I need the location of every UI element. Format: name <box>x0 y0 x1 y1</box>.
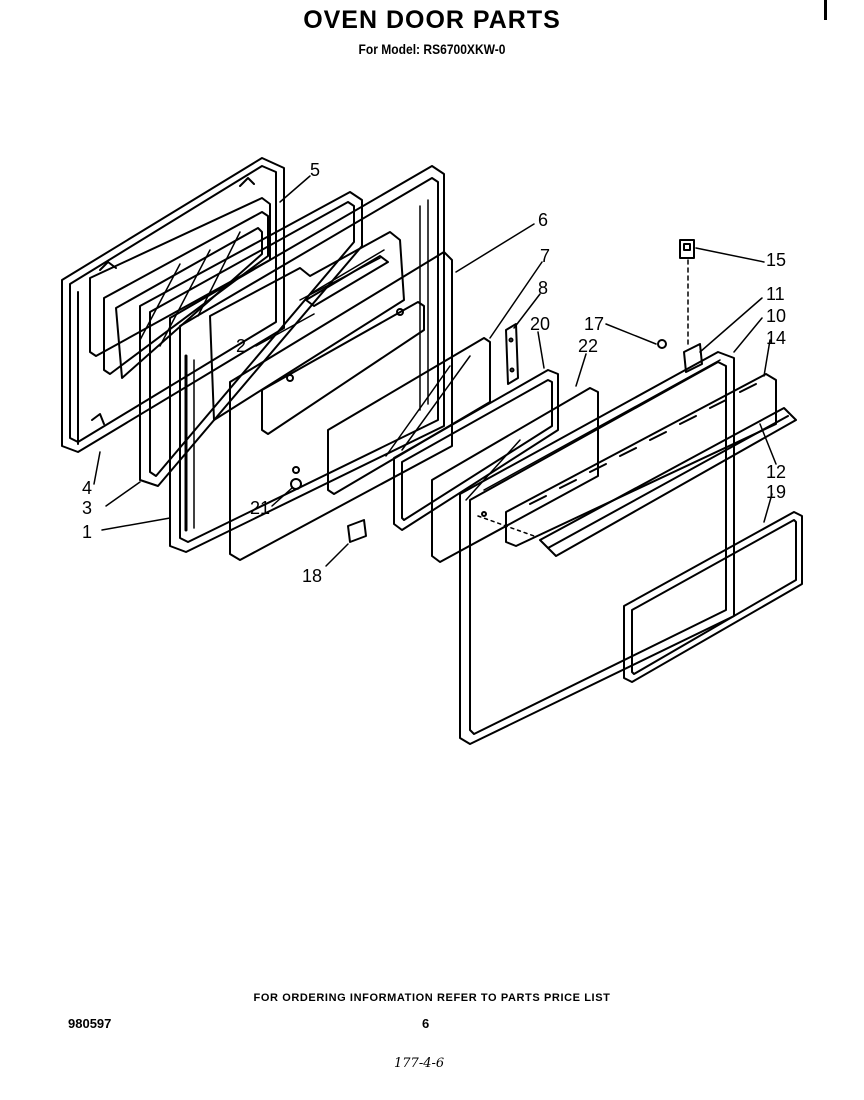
callout-5: 5 <box>310 160 320 180</box>
callout-17: 17 <box>584 314 604 334</box>
document-number: 980597 <box>68 1016 112 1031</box>
part-15-clip <box>679 239 695 259</box>
ordering-note: FOR ORDERING INFORMATION REFER TO PARTS … <box>253 992 611 1004</box>
callout-20: 20 <box>530 314 550 334</box>
callout-7: 7 <box>540 246 550 266</box>
part-17-screw <box>657 339 667 349</box>
part-11-hinge-strip <box>683 343 703 373</box>
callout-12: 12 <box>766 462 786 482</box>
part-20-glass-frame <box>393 369 559 531</box>
part-19-trim <box>623 511 803 683</box>
callout-4: 4 <box>82 478 92 498</box>
page-number: 6 <box>422 1016 430 1031</box>
callout-18: 18 <box>302 566 322 586</box>
part-3-gasket <box>139 191 363 487</box>
part-14-vent-grille <box>505 373 777 547</box>
callout-3: 3 <box>82 498 92 518</box>
part-2-vent <box>305 249 389 307</box>
callout-14: 14 <box>766 328 786 348</box>
callout-21: 21 <box>250 498 270 518</box>
part-4-rear-frame <box>61 157 285 453</box>
handwritten-note: 177-4-6 <box>394 1056 445 1071</box>
part-6-inner-panel <box>229 251 453 561</box>
callout-11: 11 <box>766 284 785 304</box>
callout-10: 10 <box>766 306 786 326</box>
page-title: OVEN DOOR PARTS <box>303 6 561 34</box>
scan-edge-mark <box>824 0 827 20</box>
part-8-bracket <box>505 323 519 385</box>
model-subtitle: For Model: RS6700XKW-0 <box>358 41 506 57</box>
callout-2: 2 <box>236 336 246 356</box>
leader-lines <box>93 175 777 567</box>
callout-8: 8 <box>538 278 548 298</box>
callout-6: 6 <box>538 210 548 230</box>
callout-22: 22 <box>578 336 598 356</box>
callout-15: 15 <box>766 250 786 270</box>
callout-labels: 5 6 7 8 20 22 17 15 11 10 14 12 19 2 21 … <box>82 160 786 586</box>
callout-1: 1 <box>82 522 92 542</box>
part-21-clip <box>290 478 302 490</box>
callout-19: 19 <box>766 482 786 502</box>
part-22-glass <box>431 387 599 563</box>
part-18-plate <box>347 519 367 543</box>
part-12-handle <box>539 407 797 557</box>
